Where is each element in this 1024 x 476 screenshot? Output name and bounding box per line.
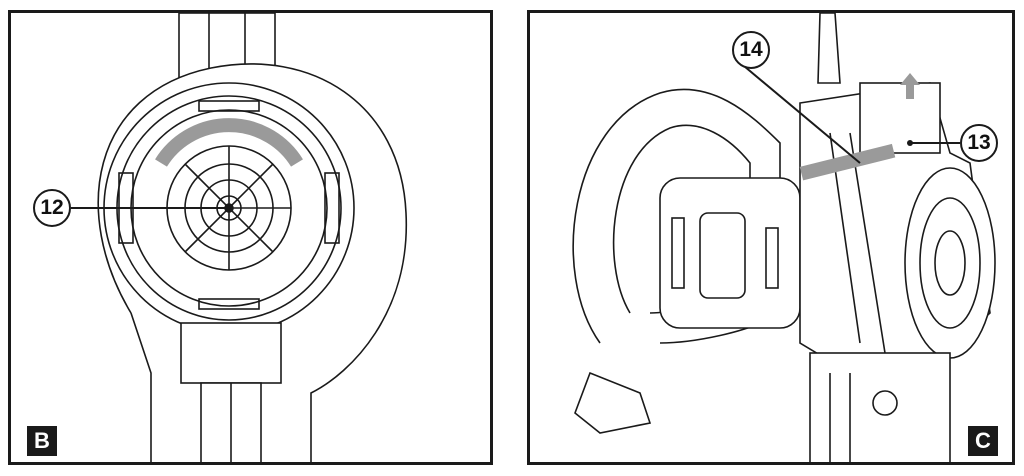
callout-14: 14 (732, 31, 770, 69)
panel-c: 14 13 C (527, 10, 1015, 465)
side-view-drawing (572, 13, 996, 462)
callout-12: 12 (33, 189, 71, 227)
panel-label-b: B (27, 426, 57, 456)
panel-b: 12 B (8, 10, 493, 465)
panel-label-c: C (968, 426, 998, 456)
fan-housing-drawing (71, 13, 407, 462)
callout-13: 13 (960, 124, 998, 162)
